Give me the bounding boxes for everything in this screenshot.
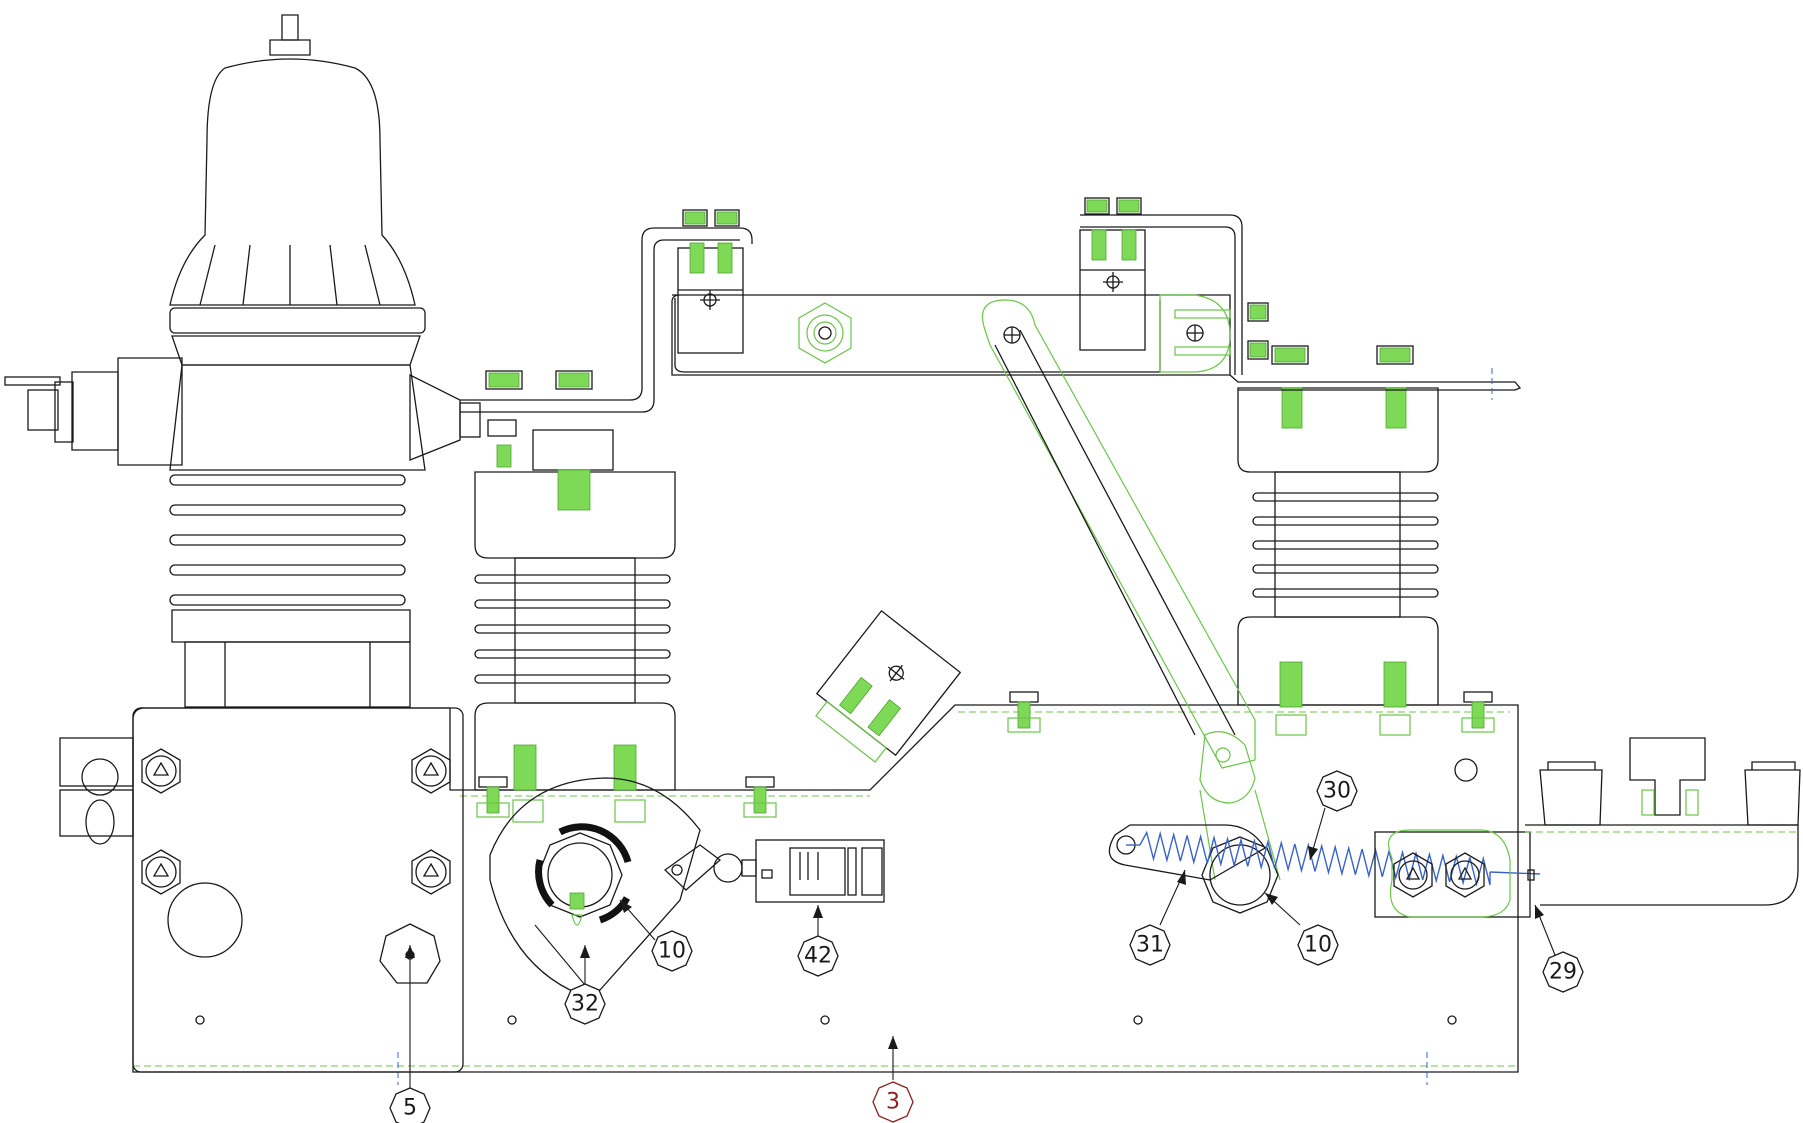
callout-29-label: 29 [1549, 960, 1577, 985]
spring-bracket-29 [1374, 829, 1535, 918]
contact-arm-busbar [460, 214, 1522, 413]
insulator-middle [474, 429, 676, 791]
callout-42: 42 [797, 935, 839, 977]
callout-10-lever: 10 [1297, 924, 1339, 966]
terminal-strip [1525, 737, 1801, 906]
callout-29: 29 [1542, 951, 1584, 993]
callout-3: 3 [872, 1081, 914, 1123]
insulator-right [1237, 387, 1439, 708]
callout-31-label: 31 [1136, 933, 1164, 958]
callout-32: 32 [564, 983, 606, 1025]
callout-30: 30 [1316, 770, 1358, 812]
callout-31: 31 [1129, 924, 1171, 966]
callout-3-label: 3 [886, 1090, 900, 1115]
callout-5: 5 [389, 1087, 431, 1123]
limit-switch [755, 839, 885, 903]
callout-10-cam-label: 10 [658, 939, 686, 964]
operating-rod [981, 299, 1281, 881]
callout-leaders [405, 807, 1556, 1092]
hex-bolts-top [485, 197, 1414, 468]
hex-bolts-breaker-box [141, 748, 451, 984]
callout-10-cam: 10 [651, 930, 693, 972]
angled-actuator [815, 609, 962, 763]
callout-30-label: 30 [1323, 779, 1351, 804]
callout-10-lever-label: 10 [1304, 933, 1332, 958]
plate-bolts [476, 691, 1495, 823]
callout-5-label: 5 [403, 1096, 417, 1121]
vacuum-breaker-housing [4, 14, 481, 1073]
callout-42-label: 42 [804, 944, 832, 969]
tension-spring-30 [1126, 830, 1541, 887]
spring-lever-31 [1108, 824, 1279, 914]
callout-32-label: 32 [571, 992, 599, 1017]
cam-mechanism [489, 777, 757, 991]
